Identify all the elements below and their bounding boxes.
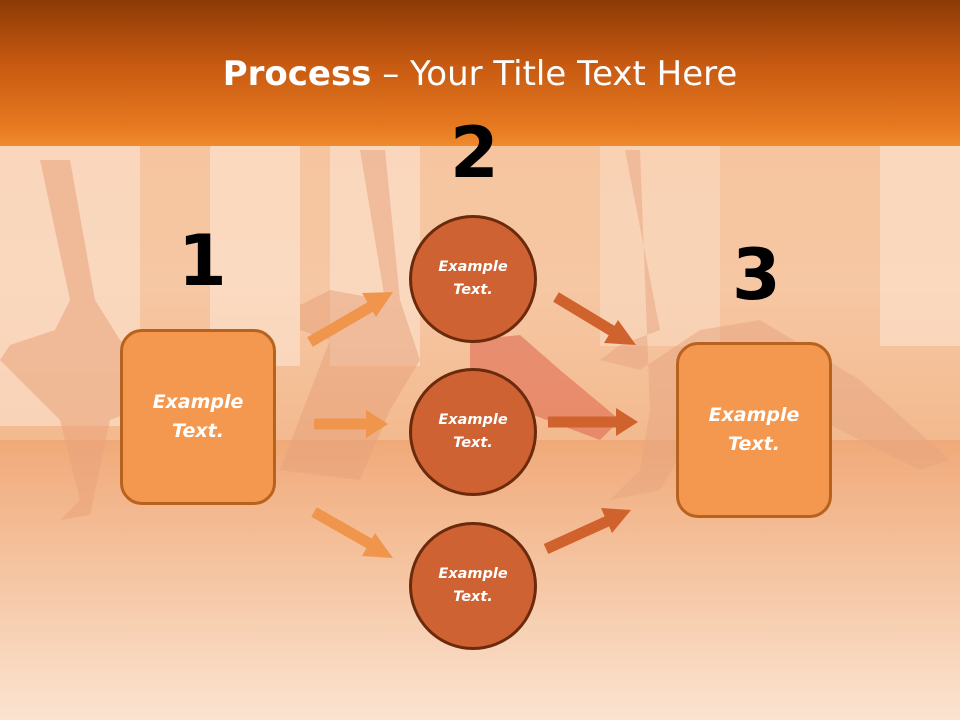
step-number-2: 2 [450,112,499,194]
circle-top-line2: Text. [453,282,493,298]
step-1-text-line2: Text. [172,420,224,442]
circle-middle-line2: Text. [453,435,493,451]
circle-top-line1: Example [438,259,508,275]
step-3-text-line1: Example [708,404,800,426]
title-bar [0,0,960,146]
step-3-text-line2: Text. [728,433,780,455]
title-rest: – Your Title Text Here [371,54,738,94]
arrow-box1-to-middle [314,410,388,438]
arrow-box1-to-bottom [311,507,393,558]
circle-bottom-line1: Example [438,566,508,582]
arrow-bottom-to-box3 [543,508,631,555]
arrow-box1-to-top [307,292,393,347]
step-number-1: 1 [178,220,227,302]
title-bold: Process [222,54,372,94]
circle-bottom-line2: Text. [453,589,493,605]
arrow-top-to-box3 [553,292,636,345]
page-title: Process – Your Title Text Here [0,52,960,96]
step-number-3: 3 [732,234,781,316]
arrow-middle-to-box3 [548,408,638,436]
step-1-text-line1: Example [152,391,244,413]
circle-middle-line1: Example [438,412,508,428]
